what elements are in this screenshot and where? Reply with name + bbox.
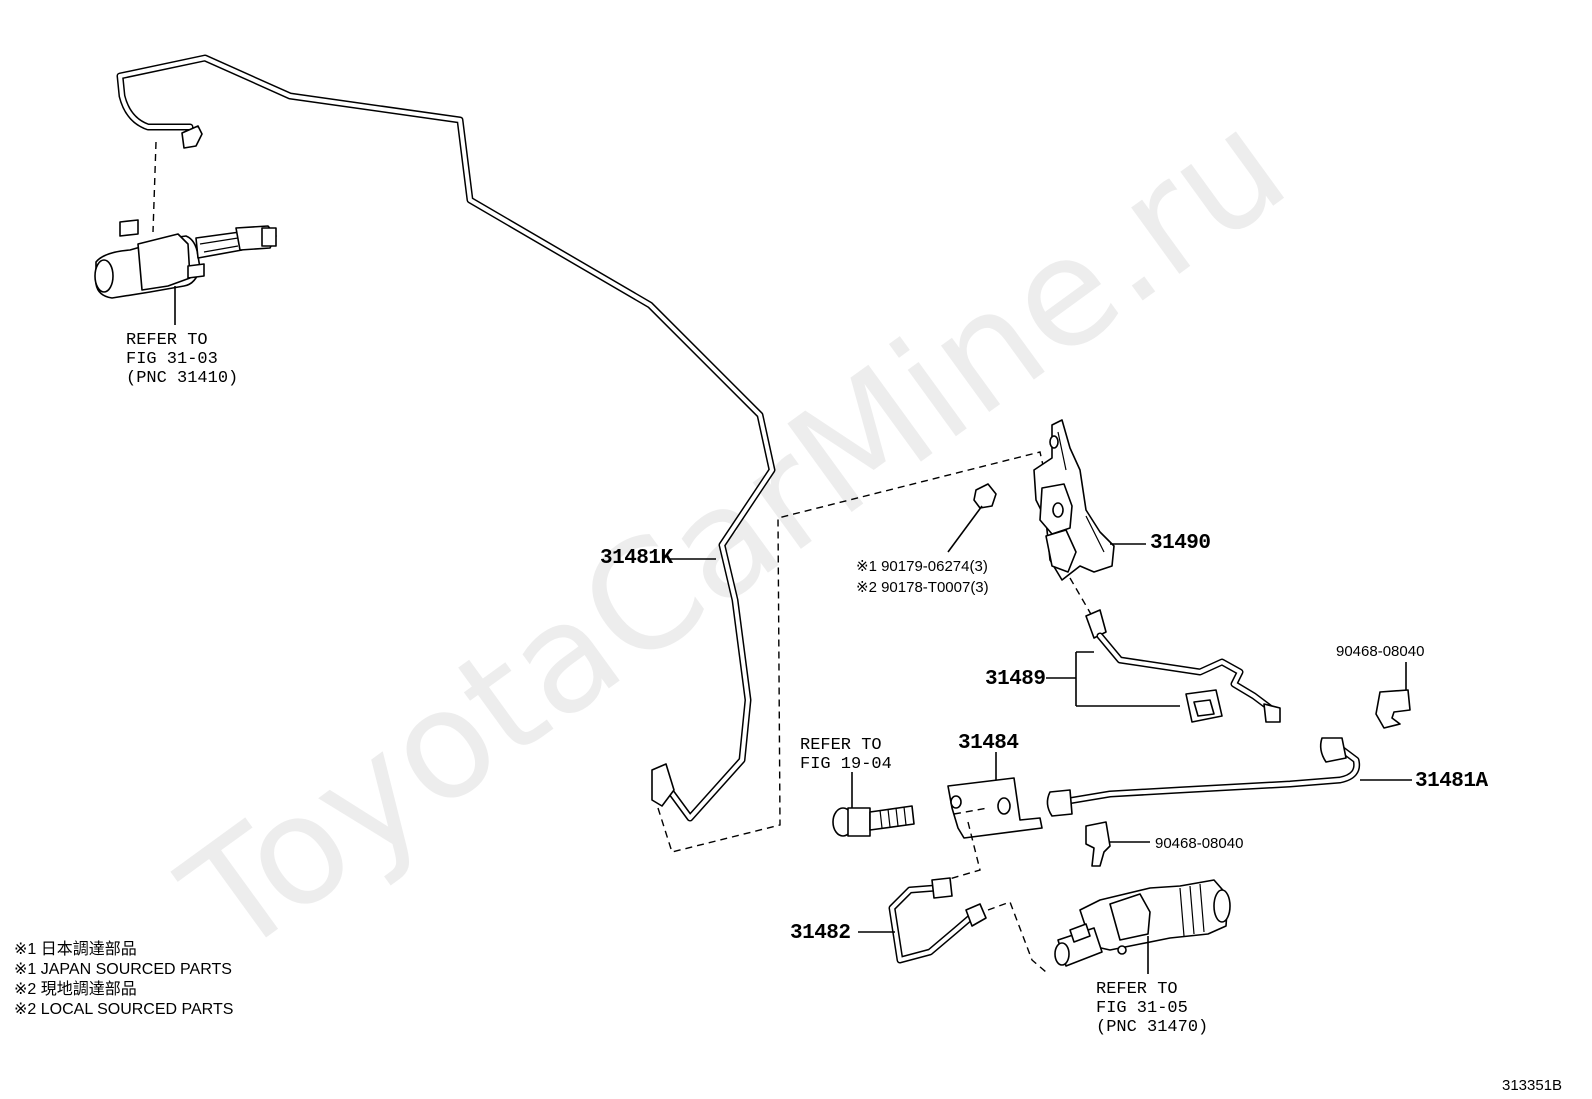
release-cylinder-drawing[interactable] (1054, 879, 1231, 974)
part-label-31481a[interactable]: 31481A (1415, 770, 1489, 793)
ref-bolt-line2: FIG 19-04 (800, 755, 892, 774)
bolt-drawing[interactable] (832, 805, 915, 837)
fastener-japan[interactable]: ※1 90179-06274(3) (856, 558, 988, 575)
part-label-31481k[interactable]: 31481K (600, 547, 674, 570)
fastener-local[interactable]: ※2 90178-T0007(3) (856, 579, 989, 596)
clip-upper-drawing[interactable] (1375, 689, 1411, 729)
nut-drawing[interactable] (947, 483, 997, 553)
tube-31482-drawing[interactable] (888, 877, 987, 964)
legend-item: ※2 LOCAL SOURCED PARTS (14, 1001, 233, 1018)
part-label-90468-upper[interactable]: 90468-08040 (1336, 643, 1424, 660)
legend-item: ※2 現地調達部品 (14, 980, 137, 998)
ref-release-cylinder-line3: (PNC 31470) (1096, 1018, 1208, 1037)
master-cylinder-drawing[interactable] (94, 141, 277, 325)
legend-item: ※1 JAPAN SOURCED PARTS (14, 961, 232, 978)
part-label-31489[interactable]: 31489 (985, 668, 1046, 691)
ref-bolt-line1: REFER TO (800, 736, 882, 755)
figure-code: 313351B (1502, 1077, 1562, 1094)
bracket-31484-drawing[interactable] (947, 777, 1043, 839)
legend-item: ※1 日本調達部品 (14, 940, 137, 958)
legend: ※1 日本調達部品 ※1 JAPAN SOURCED PARTS ※2 現地調達… (14, 940, 233, 1018)
part-label-90468-lower[interactable]: 90468-08040 (1155, 835, 1243, 852)
clip-lower-drawing[interactable] (1085, 821, 1111, 867)
part-label-31482[interactable]: 31482 (790, 922, 851, 945)
watermark: ToyotaCarMine.ru (153, 78, 1316, 990)
part-label-31490[interactable]: 31490 (1150, 532, 1211, 555)
ref-master-cylinder-line1: REFER TO (126, 331, 208, 350)
ref-master-cylinder-line2: FIG 31-03 (126, 350, 218, 369)
hose-31481a-drawing[interactable] (1046, 737, 1361, 817)
ref-release-cylinder-line1: REFER TO (1096, 980, 1178, 999)
hose-31489-drawing[interactable] (1046, 577, 1281, 723)
bracket-31490-drawing[interactable] (1033, 419, 1115, 581)
ref-release-cylinder-line2: FIG 31-05 (1096, 999, 1188, 1018)
ref-master-cylinder-line3: (PNC 31410) (126, 369, 238, 388)
part-label-31484[interactable]: 31484 (958, 732, 1019, 755)
tube-31481k-drawing[interactable] (116, 54, 776, 822)
